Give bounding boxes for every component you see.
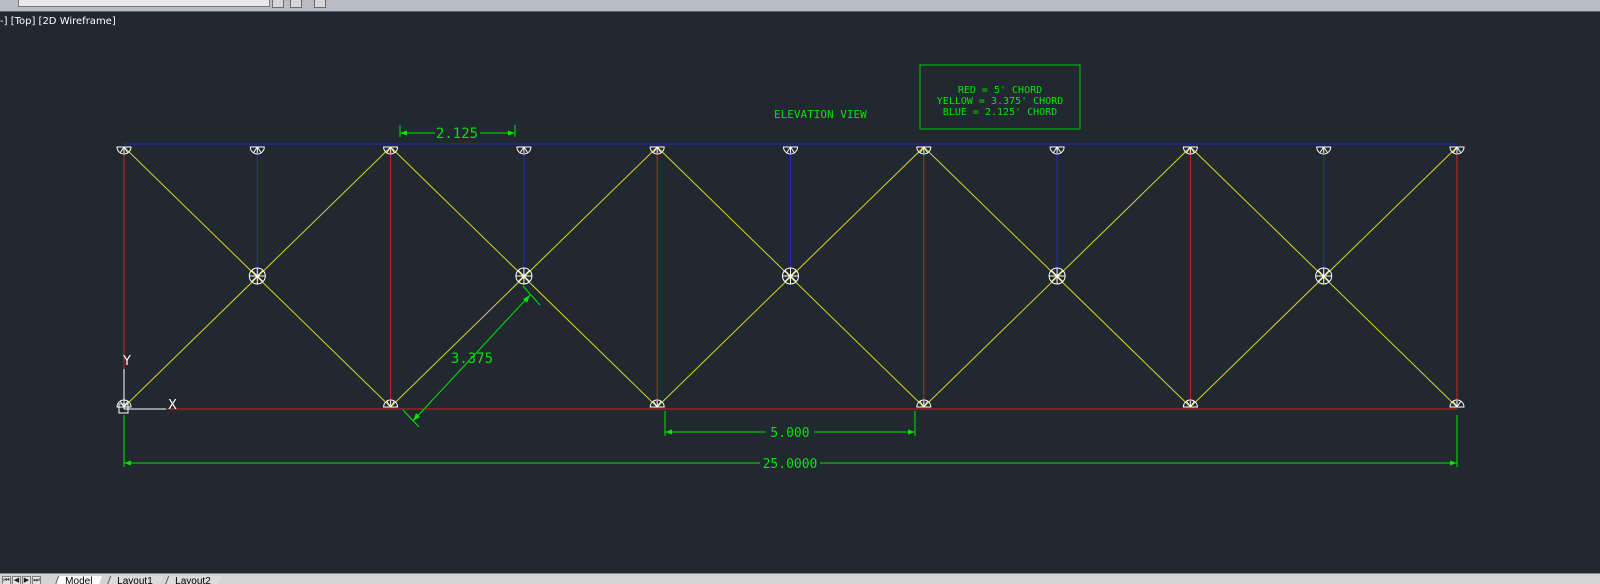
dimension-arrow — [413, 413, 420, 421]
support-node-icon — [649, 146, 665, 155]
dim-diagonal-text: 3.375 — [451, 351, 493, 367]
support-node-icon — [516, 146, 532, 155]
command-input[interactable] — [18, 0, 270, 7]
dimension-arrow — [508, 130, 515, 136]
elevation-view-title: ELEVATION VIEW — [774, 108, 867, 121]
support-node-icon — [1182, 146, 1198, 155]
support-node-icon — [1316, 146, 1332, 155]
truss-nodes — [116, 146, 1465, 408]
ucs-y-label: Y — [122, 354, 131, 369]
dimension-arrow — [523, 295, 530, 303]
support-node-icon — [383, 399, 399, 408]
support-node-icon — [916, 399, 932, 408]
support-node-icon — [1049, 146, 1065, 155]
dim-overall-text: 25.0000 — [763, 457, 818, 472]
ucs-icon: Y X — [118, 354, 177, 414]
dimension-arrow — [124, 460, 131, 466]
legend-yellow: YELLOW = 3.375' CHORD — [937, 96, 1063, 107]
joint-node-icon — [782, 267, 799, 285]
support-node-icon — [383, 146, 399, 155]
joint-node-icon — [248, 267, 266, 285]
dimension-arrow — [1450, 460, 1457, 466]
tab-model[interactable]: Model — [53, 576, 103, 584]
support-node-icon — [916, 146, 932, 155]
next-tab-icon[interactable]: ▶ — [22, 576, 31, 584]
dimension-arrow — [908, 429, 915, 435]
support-node-icon — [782, 146, 799, 155]
legend-blue: BLUE = 2.125' CHORD — [943, 107, 1057, 118]
support-node-icon — [116, 146, 132, 155]
joint-node-icon — [1315, 267, 1333, 285]
ucs-x-label: X — [168, 398, 177, 413]
dimension-arrow — [400, 130, 407, 136]
dim-bottom-panel-text: 5.000 — [770, 426, 809, 441]
dimension-line — [412, 294, 531, 422]
dimension-lines — [123, 125, 1458, 467]
toolbar-button[interactable] — [290, 0, 302, 8]
support-node-icon — [1449, 146, 1465, 155]
support-node-icon — [249, 146, 265, 155]
tab-layout1[interactable]: Layout1 — [105, 576, 163, 584]
dim-top-panel-text: 2.125 — [436, 126, 478, 142]
dimension-arrow — [665, 429, 672, 435]
support-node-icon — [1449, 399, 1465, 408]
dimension-extension-line — [522, 285, 541, 306]
tab-layout2[interactable]: Layout2 — [163, 576, 221, 584]
last-tab-icon[interactable]: ⏭ — [32, 576, 41, 584]
dimension-extension-line — [402, 409, 420, 428]
toolbar-button[interactable] — [314, 0, 326, 8]
drawing-viewport[interactable] — [0, 12, 1600, 573]
support-node-icon — [649, 399, 665, 408]
prev-tab-icon[interactable]: ◀ — [12, 576, 21, 584]
legend-red: RED = 5' CHORD — [958, 85, 1042, 96]
viewport-controls-label[interactable]: -] [Top] [2D Wireframe] — [0, 16, 116, 27]
joint-node-icon — [1048, 267, 1066, 285]
layout-tab-bar: ⏮ ◀ ▶ ⏭ Model Layout1 Layout2 — [0, 573, 1600, 584]
toolbar-button[interactable] — [272, 0, 284, 8]
legend-box — [919, 64, 1081, 130]
first-tab-icon[interactable]: ⏮ — [2, 576, 11, 584]
support-node-icon — [1182, 399, 1198, 408]
joint-node-icon — [515, 267, 533, 285]
top-toolbar — [0, 0, 1600, 12]
